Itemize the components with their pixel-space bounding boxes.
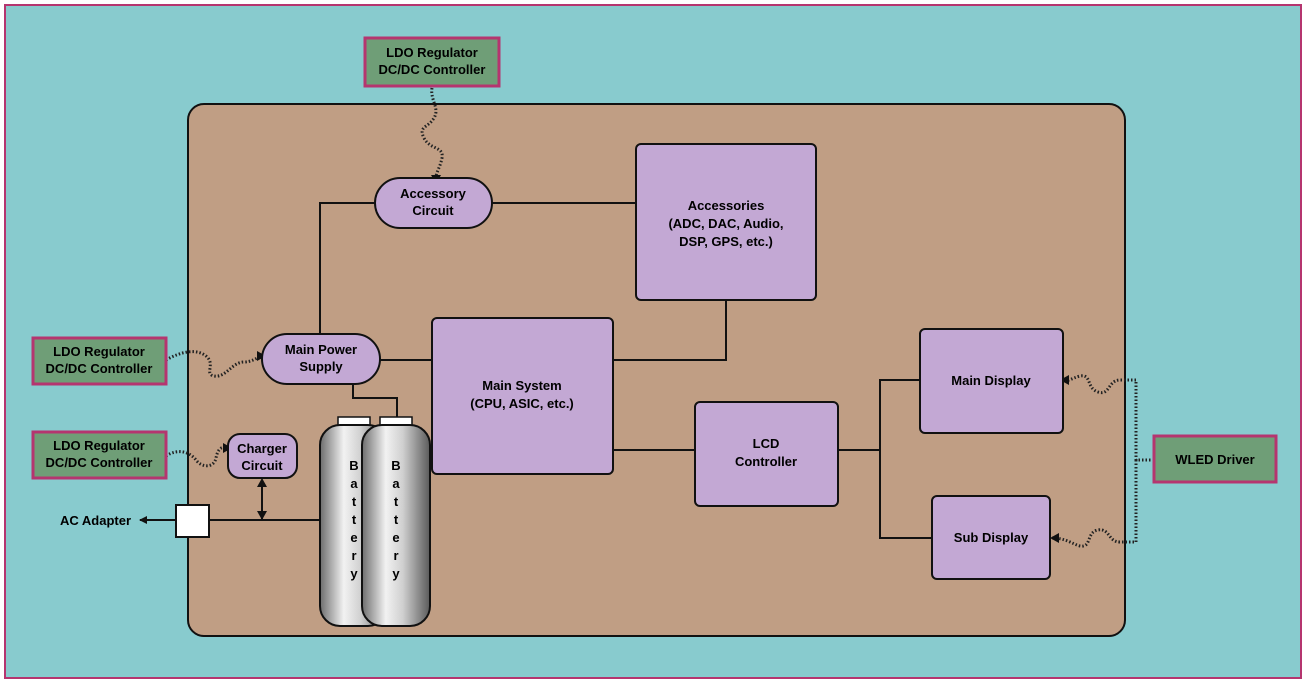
accessories-line3: DSP, GPS, etc.) xyxy=(679,234,773,249)
main-display-label: Main Display xyxy=(951,373,1031,388)
sub-display-block xyxy=(931,495,1051,580)
battery-letter: t xyxy=(394,512,399,527)
ldo-top-box xyxy=(363,36,501,88)
charger-circuit-block xyxy=(227,433,298,479)
ldo-low-line1: LDO Regulator xyxy=(53,438,145,453)
connection-lines xyxy=(139,202,932,539)
battery-letter: t xyxy=(352,512,357,527)
ldo-low-line2: DC/DC Controller xyxy=(46,455,153,470)
ldo-mid-line1: LDO Regulator xyxy=(53,344,145,359)
ldo-low-box xyxy=(31,430,168,480)
battery-letter: B xyxy=(391,458,400,473)
main-system-block xyxy=(431,317,614,475)
battery-letter: y xyxy=(350,566,358,581)
battery-letter: r xyxy=(393,548,398,563)
accessories-line1: Accessories xyxy=(688,198,765,213)
ldo-top-line1: LDO Regulator xyxy=(386,45,478,60)
charger-circuit-line2: Circuit xyxy=(241,458,283,473)
wave-wled-bus xyxy=(1063,374,1154,462)
wavy-connectors xyxy=(165,87,1154,548)
battery-letter: B xyxy=(349,458,358,473)
battery-letter: a xyxy=(350,476,358,491)
line-power-to-accessory xyxy=(319,202,375,340)
battery-letter: a xyxy=(392,476,400,491)
main-system-line1: Main System xyxy=(482,378,561,393)
wave-mid-ldo xyxy=(165,350,263,378)
battery-letter: e xyxy=(392,530,399,545)
accessory-circuit-block xyxy=(374,177,493,229)
charger-arrow-up xyxy=(257,478,267,487)
ac-adapter-label: AC Adapter xyxy=(60,513,131,528)
ldo-top-line2: DC/DC Controller xyxy=(379,62,486,77)
charger-circuit-line1: Charger xyxy=(237,441,287,456)
accessories-line2: (ADC, DAC, Audio, xyxy=(668,216,783,231)
ldo-mid-line2: DC/DC Controller xyxy=(46,361,153,376)
ac-adapter-plug xyxy=(175,504,210,538)
ldo-mid-box xyxy=(31,336,168,386)
arrowhead-main-display xyxy=(1060,375,1069,385)
main-power-supply-block xyxy=(261,333,381,385)
line-accessories-to-system xyxy=(613,300,727,361)
wave-low-ldo xyxy=(165,445,229,468)
main-power-supply-line1: Main Power xyxy=(285,342,357,357)
battery-letter: y xyxy=(392,566,400,581)
main-display-block xyxy=(919,328,1064,434)
lcd-controller-line1: LCD xyxy=(753,436,780,451)
accessory-circuit-line2: Circuit xyxy=(412,203,454,218)
lcd-controller-line2: Controller xyxy=(735,454,797,469)
accessories-block xyxy=(635,143,817,301)
accessory-circuit-line1: Accessory xyxy=(400,186,467,201)
main-system-line2: (CPU, ASIC, etc.) xyxy=(470,396,574,411)
lcd-controller-block xyxy=(694,401,839,507)
charger-arrow-down xyxy=(257,511,267,520)
wave-wled-sub xyxy=(1051,460,1138,548)
battery-letter: e xyxy=(350,530,357,545)
arrowhead-sub-display xyxy=(1050,533,1059,543)
main-power-supply-line2: Supply xyxy=(299,359,343,374)
wled-driver-box xyxy=(1152,434,1278,484)
line-power-to-battery xyxy=(352,380,398,420)
sub-display-label: Sub Display xyxy=(954,530,1029,545)
wled-driver-label: WLED Driver xyxy=(1175,452,1254,467)
battery-letter: r xyxy=(351,548,356,563)
line-displays-bus xyxy=(879,379,932,539)
battery-letter: t xyxy=(352,494,357,509)
wave-top-ldo xyxy=(420,87,444,179)
battery-letter: t xyxy=(394,494,399,509)
